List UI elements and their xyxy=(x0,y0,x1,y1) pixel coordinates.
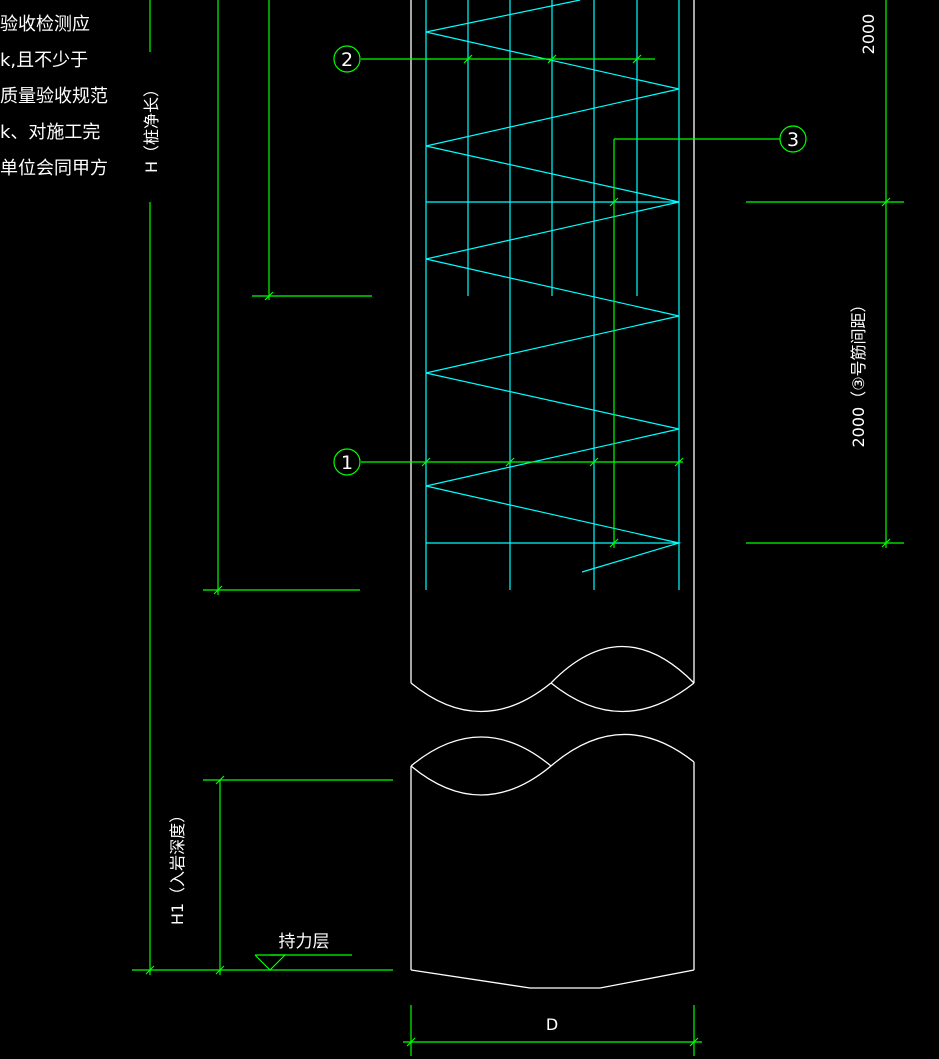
dim-tick xyxy=(421,457,431,467)
dim-tick xyxy=(609,197,619,207)
note-line-4: k、对施工完 xyxy=(0,122,101,143)
diameter-label: D xyxy=(546,1015,558,1034)
note-line-5: 单位会同甲方 xyxy=(0,158,108,179)
dim-tick xyxy=(881,538,891,548)
dim-tick xyxy=(463,54,473,64)
dim-tick xyxy=(145,965,155,975)
break-arc-lower-right xyxy=(550,733,695,767)
callout-3-number: 3 xyxy=(787,129,799,151)
break-arc-upper-right-top xyxy=(550,645,695,684)
dim-tick xyxy=(674,457,684,467)
callout-circle-1 xyxy=(333,448,361,476)
break-arc-upper-left xyxy=(410,682,552,712)
callout-circle-2 xyxy=(333,45,361,73)
dim-tick xyxy=(213,585,223,595)
dim-top-label: 2000 xyxy=(859,14,878,55)
note-line-2: k,且不少于 xyxy=(0,50,89,71)
callout-1-number: 1 xyxy=(341,452,353,474)
dim-tick xyxy=(264,291,274,301)
bearing-layer-label: 持力层 xyxy=(279,932,330,952)
rebar-cage xyxy=(425,0,682,590)
embed-depth-label: H1（入岩深度） xyxy=(168,807,187,925)
pile-bottom xyxy=(410,969,695,989)
break-arc-lower-left-top xyxy=(410,736,552,767)
note-line-3: 质量验收规范 xyxy=(0,86,108,107)
dim-tick xyxy=(881,197,891,207)
dim-tick xyxy=(215,775,225,785)
break-arc-upper-right-bottom xyxy=(550,682,695,713)
dim-tick xyxy=(215,965,225,975)
callout-2-number: 2 xyxy=(341,49,353,71)
dim-tick xyxy=(406,1037,416,1047)
dim-tick xyxy=(632,54,642,64)
dim-tick xyxy=(505,457,515,467)
dim-spacing-label: 2000（③号筋间距） xyxy=(849,296,868,447)
dim-tick xyxy=(689,1037,699,1047)
callout-circle-3 xyxy=(779,125,807,153)
bearing-layer-symbol xyxy=(254,954,287,971)
dim-tick xyxy=(609,538,619,548)
note-line-1: 验收检测应 xyxy=(0,14,90,35)
dimension-lines xyxy=(132,0,904,1056)
dim-tick xyxy=(589,457,599,467)
pile-length-label: H（桩净长） xyxy=(142,81,161,173)
spiral-stirrup xyxy=(425,0,682,573)
break-arc-lower-left-bottom xyxy=(410,765,552,796)
pile-outline xyxy=(410,0,695,989)
dim-tick xyxy=(547,54,557,64)
